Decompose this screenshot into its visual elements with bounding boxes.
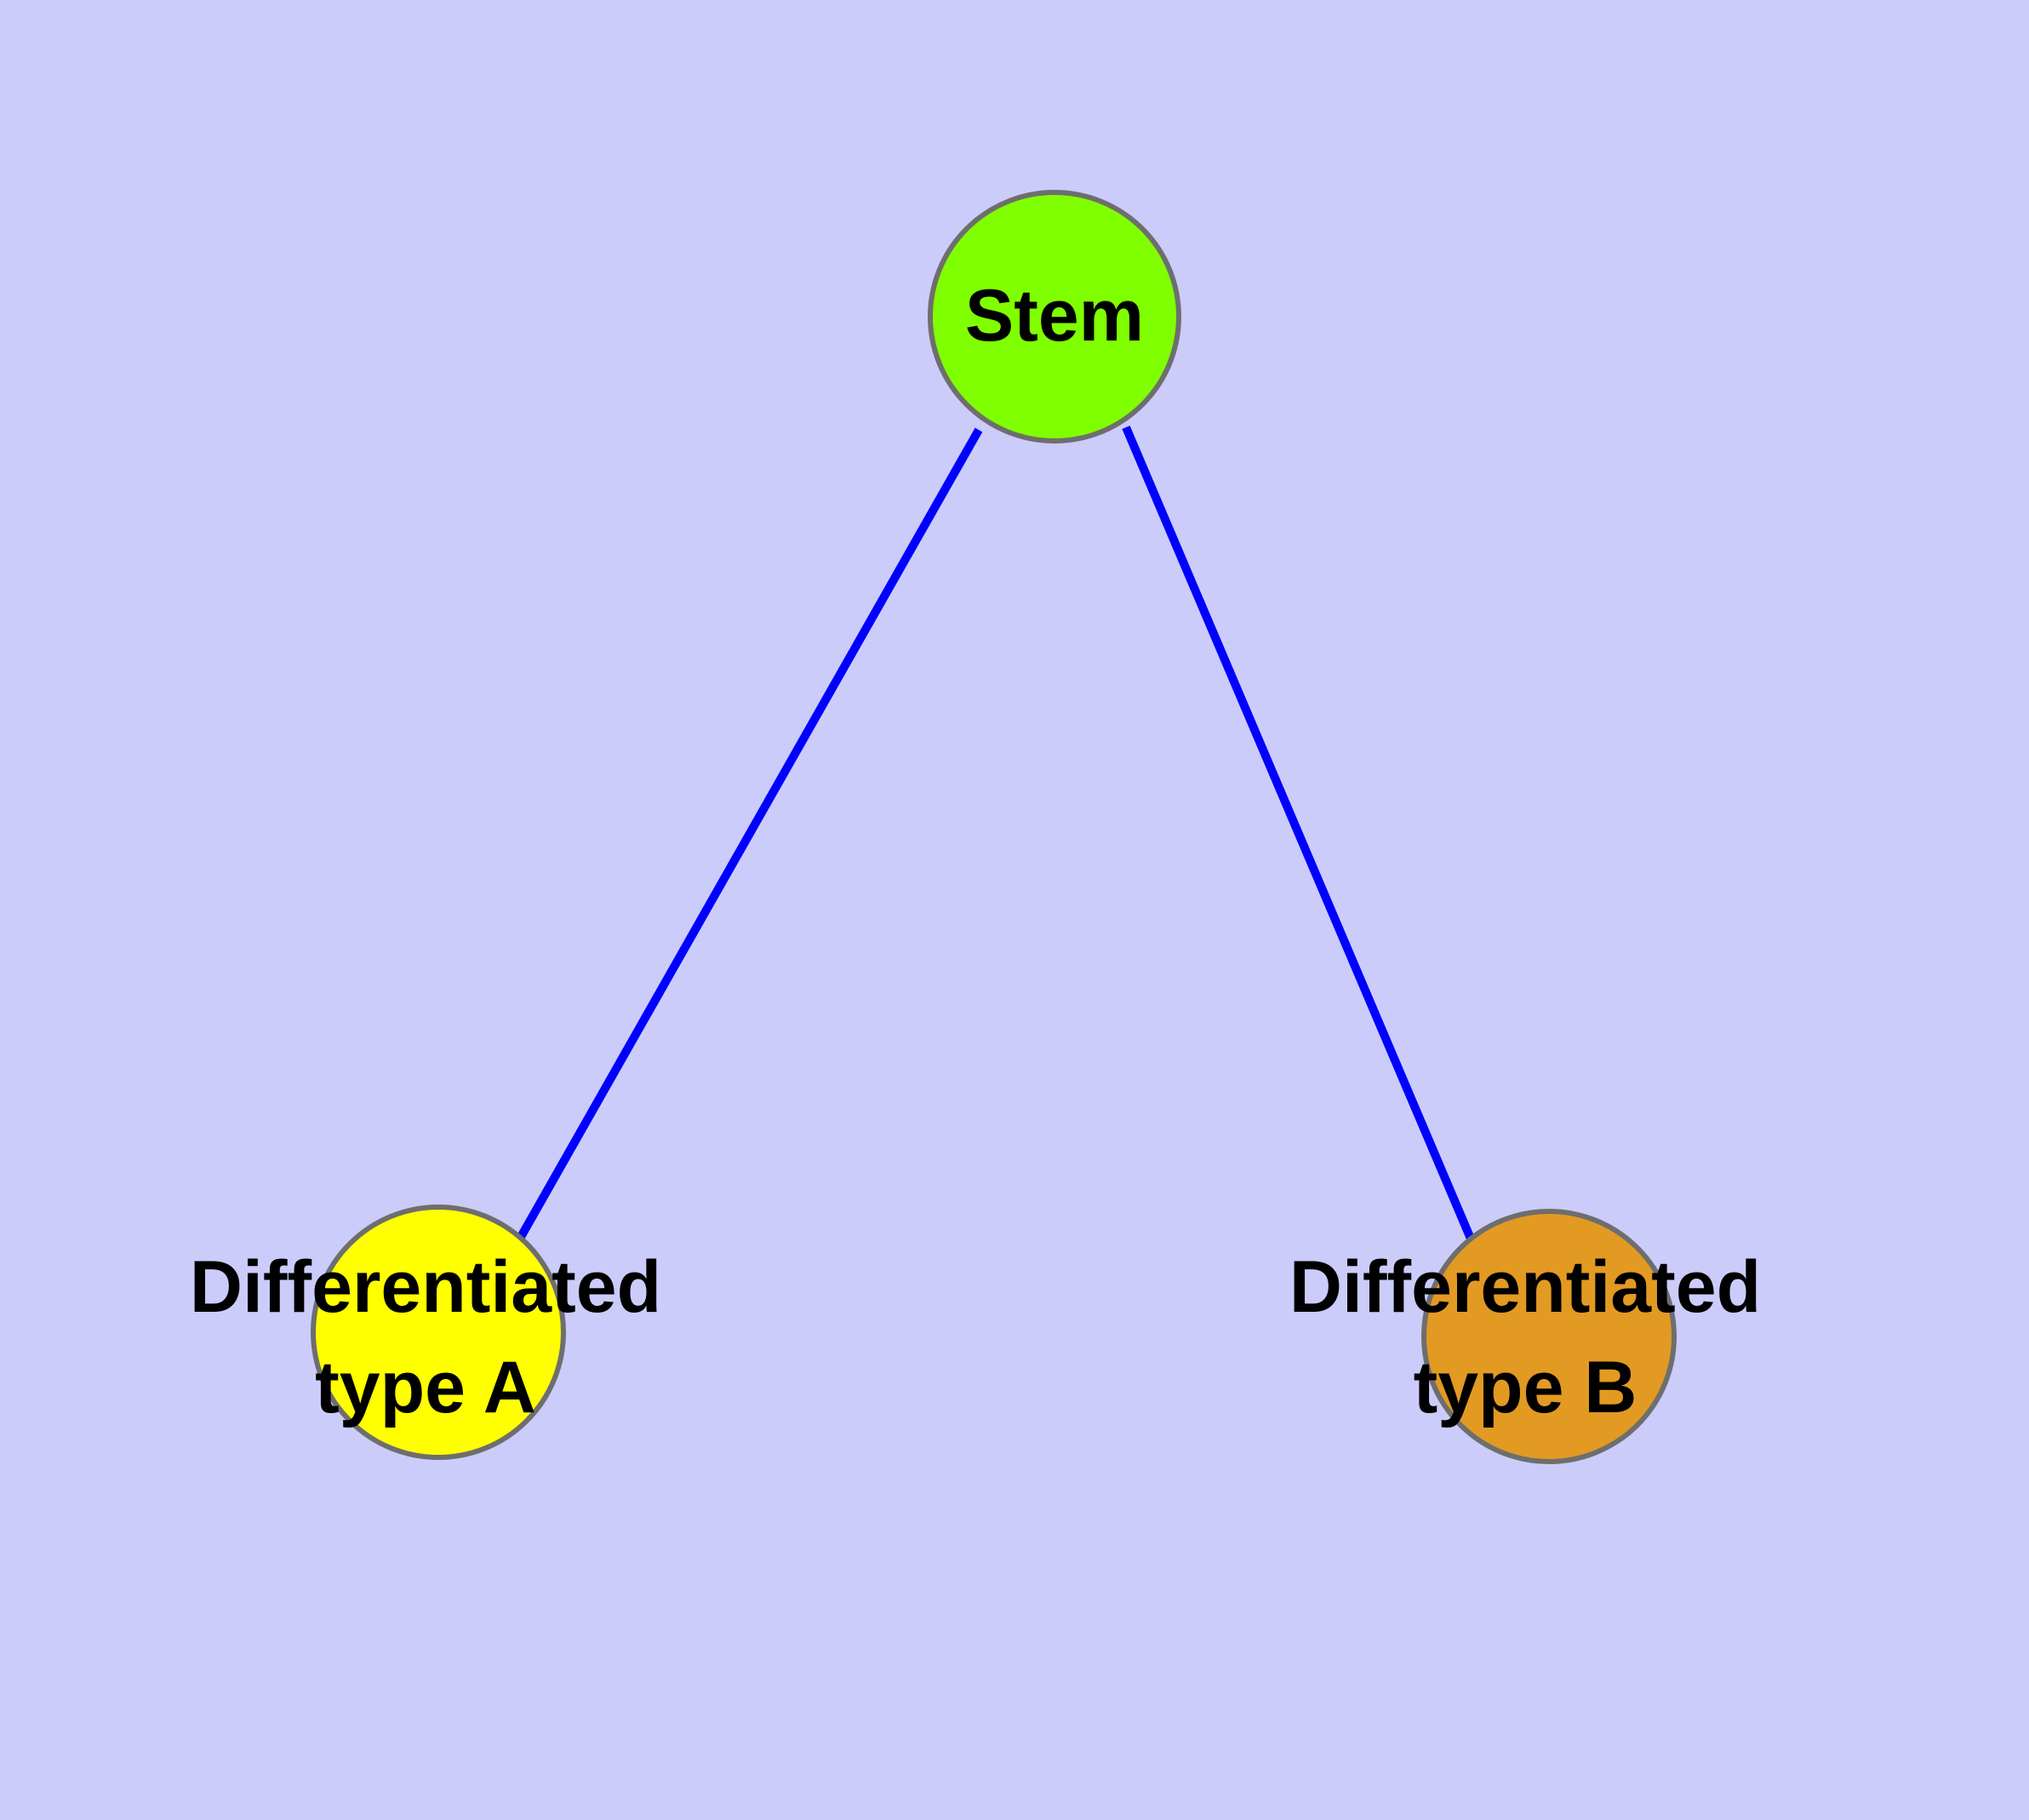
node-label-line: Differentiated — [1289, 1246, 1761, 1328]
node-stem[interactable] — [928, 190, 1181, 444]
node-label-diff_b: Differentiated type B — [1289, 1246, 1761, 1428]
node-label-line: type A — [315, 1347, 536, 1428]
edge-layer — [517, 426, 1475, 1240]
edge-stem-to-diff_b[interactable] — [1122, 426, 1475, 1240]
node-diff_b[interactable] — [1421, 1209, 1677, 1464]
node-label-line: Stem — [965, 275, 1144, 357]
node-label-stem: Stem — [965, 275, 1144, 357]
node-label-line: type B — [1414, 1347, 1637, 1428]
node-label-diff_a: Differentiated type A — [190, 1246, 661, 1428]
node-diff_a[interactable] — [311, 1205, 566, 1460]
node-label-line: Differentiated — [190, 1246, 661, 1328]
edge-stem-to-diff_a[interactable] — [517, 427, 983, 1239]
node-layer — [311, 190, 1677, 1464]
